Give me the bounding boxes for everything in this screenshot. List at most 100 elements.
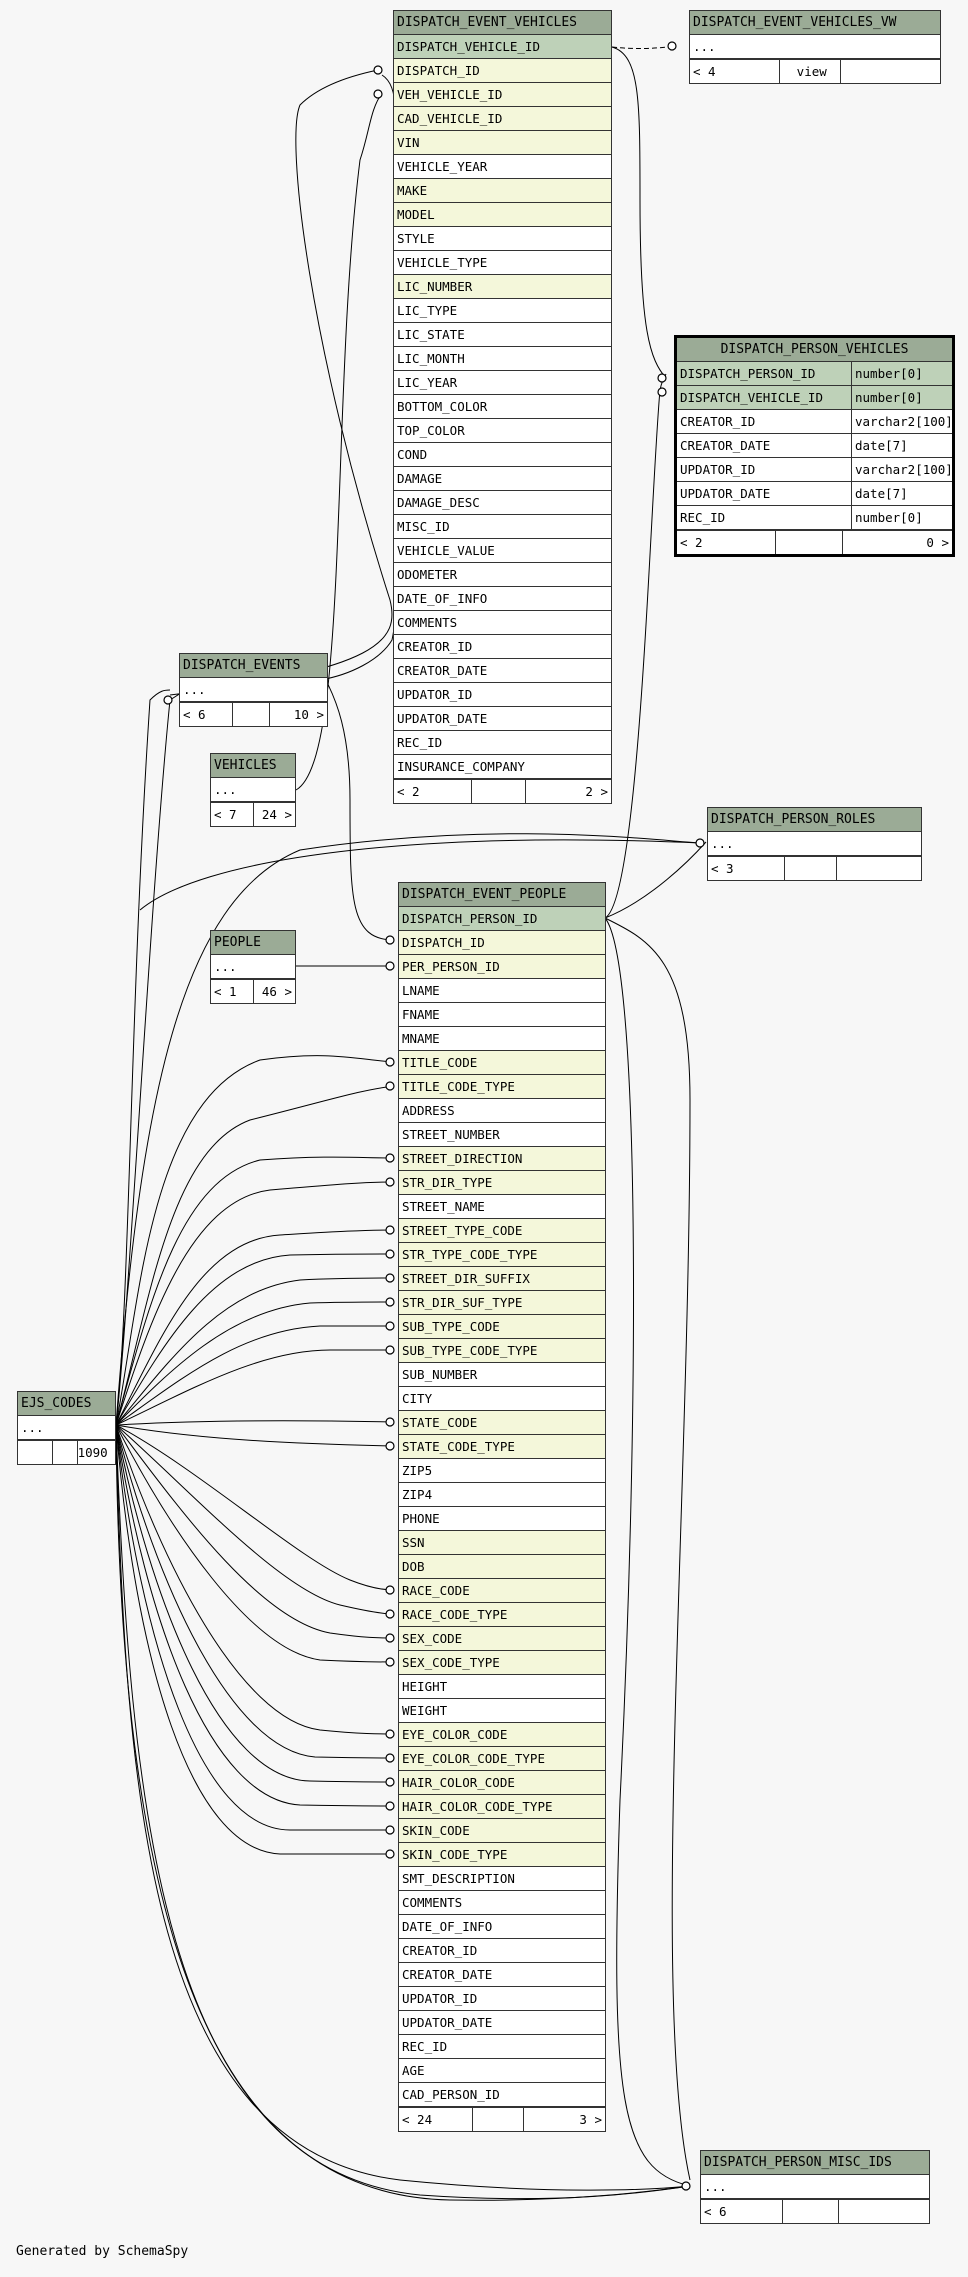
column-row[interactable]: PHONE <box>399 1507 605 1531</box>
column-row[interactable]: BOTTOM_COLOR <box>394 395 611 419</box>
column-row[interactable]: INSURANCE_COMPANY <box>394 755 611 779</box>
column-row[interactable]: ... <box>18 1416 115 1440</box>
column-row[interactable]: HAIR_COLOR_CODE_TYPE <box>399 1795 605 1819</box>
table-dispatch-person-roles[interactable]: DISPATCH_PERSON_ROLES...< 3 <box>707 807 922 881</box>
column-row[interactable]: STATE_CODE_TYPE <box>399 1435 605 1459</box>
column-row[interactable]: ... <box>701 2175 929 2199</box>
column-row[interactable]: CREATOR_DATE <box>394 659 611 683</box>
column-row[interactable]: SSN <box>399 1531 605 1555</box>
column-row[interactable]: SKIN_CODE <box>399 1819 605 1843</box>
column-row[interactable]: VEH_VEHICLE_ID <box>394 83 611 107</box>
table-ejs-codes[interactable]: EJS_CODES...1090 > <box>17 1391 116 1465</box>
column-row[interactable]: LIC_MONTH <box>394 347 611 371</box>
column-row[interactable]: CREATOR_ID <box>399 1939 605 1963</box>
column-row[interactable]: FNAME <box>399 1003 605 1027</box>
column-row[interactable]: UPDATOR_DATE <box>399 2011 605 2035</box>
table-dispatch-person-misc-ids[interactable]: DISPATCH_PERSON_MISC_IDS...< 6 <box>700 2150 930 2224</box>
column-row[interactable]: CITY <box>399 1387 605 1411</box>
column-row[interactable]: LIC_STATE <box>394 323 611 347</box>
column-row[interactable]: DISPATCH_VEHICLE_ID <box>394 35 611 59</box>
column-row[interactable]: REC_ID <box>399 2035 605 2059</box>
column-row[interactable]: STATE_CODE <box>399 1411 605 1435</box>
column-row[interactable]: EYE_COLOR_CODE_TYPE <box>399 1747 605 1771</box>
column-row[interactable]: RACE_CODE_TYPE <box>399 1603 605 1627</box>
column-row[interactable]: DISPATCH_ID <box>399 931 605 955</box>
column-row[interactable]: ADDRESS <box>399 1099 605 1123</box>
column-row[interactable]: SUB_TYPE_CODE <box>399 1315 605 1339</box>
column-row[interactable]: TITLE_CODE_TYPE <box>399 1075 605 1099</box>
column-row[interactable]: TOP_COLOR <box>394 419 611 443</box>
column-row[interactable]: UPDATOR_DATE <box>394 707 611 731</box>
column-row[interactable]: ... <box>211 778 295 802</box>
column-row[interactable]: LIC_NUMBER <box>394 275 611 299</box>
column-row[interactable]: MISC_ID <box>394 515 611 539</box>
column-row[interactable]: DATE_OF_INFO <box>399 1915 605 1939</box>
column-row[interactable]: UPDATOR_ID <box>394 683 611 707</box>
column-row[interactable]: STR_TYPE_CODE_TYPE <box>399 1243 605 1267</box>
column-row[interactable]: SMT_DESCRIPTION <box>399 1867 605 1891</box>
column-row[interactable]: DISPATCH_ID <box>394 59 611 83</box>
column-row[interactable]: COMMENTS <box>394 611 611 635</box>
column-row[interactable]: TITLE_CODE <box>399 1051 605 1075</box>
column-row[interactable]: SKIN_CODE_TYPE <box>399 1843 605 1867</box>
column-row[interactable]: SUB_TYPE_CODE_TYPE <box>399 1339 605 1363</box>
column-row[interactable]: STYLE <box>394 227 611 251</box>
column-row[interactable]: STREET_TYPE_CODE <box>399 1219 605 1243</box>
column-row[interactable]: ... <box>180 678 327 702</box>
column-row[interactable]: HEIGHT <box>399 1675 605 1699</box>
column-row[interactable]: SEX_CODE <box>399 1627 605 1651</box>
column-row[interactable]: STREET_DIR_SUFFIX <box>399 1267 605 1291</box>
column-row[interactable]: UPDATOR_ID <box>399 1987 605 2011</box>
column-row[interactable]: MNAME <box>399 1027 605 1051</box>
column-row[interactable]: CAD_VEHICLE_ID <box>394 107 611 131</box>
column-row[interactable]: STR_DIR_SUF_TYPE <box>399 1291 605 1315</box>
column-row[interactable]: MAKE <box>394 179 611 203</box>
column-row[interactable]: ZIP4 <box>399 1483 605 1507</box>
column-row[interactable]: STR_DIR_TYPE <box>399 1171 605 1195</box>
column-row[interactable]: ... <box>211 955 295 979</box>
column-row[interactable]: LNAME <box>399 979 605 1003</box>
column-row[interactable]: STREET_DIRECTION <box>399 1147 605 1171</box>
column-row[interactable]: ZIP5 <box>399 1459 605 1483</box>
column-row[interactable]: RACE_CODE <box>399 1579 605 1603</box>
column-row[interactable]: WEIGHT <box>399 1699 605 1723</box>
column-row[interactable]: VIN <box>394 131 611 155</box>
column-row[interactable]: AGE <box>399 2059 605 2083</box>
column-row[interactable]: SEX_CODE_TYPE <box>399 1651 605 1675</box>
column-row[interactable]: CREATOR_ID <box>394 635 611 659</box>
column-row[interactable]: LIC_TYPE <box>394 299 611 323</box>
column-row[interactable]: DISPATCH_PERSON_ID <box>399 907 605 931</box>
column-row[interactable]: MODEL <box>394 203 611 227</box>
column-row[interactable]: DOB <box>399 1555 605 1579</box>
column-row[interactable]: VEHICLE_VALUE <box>394 539 611 563</box>
column-row[interactable]: STREET_NAME <box>399 1195 605 1219</box>
column-row[interactable]: SUB_NUMBER <box>399 1363 605 1387</box>
column-row[interactable]: DAMAGE_DESC <box>394 491 611 515</box>
column-row[interactable]: EYE_COLOR_CODE <box>399 1723 605 1747</box>
column-row[interactable]: CAD_PERSON_ID <box>399 2083 605 2107</box>
column-row[interactable]: PER_PERSON_ID <box>399 955 605 979</box>
column-row[interactable]: DAMAGE <box>394 467 611 491</box>
column-row[interactable]: DATE_OF_INFO <box>394 587 611 611</box>
column-row[interactable]: REC_ID <box>394 731 611 755</box>
column-row[interactable]: CREATOR_DATE <box>399 1963 605 1987</box>
column-row[interactable]: VEHICLE_YEAR <box>394 155 611 179</box>
column-row[interactable]: LIC_YEAR <box>394 371 611 395</box>
column-row[interactable]: ... <box>708 832 921 856</box>
column-row[interactable]: STREET_NUMBER <box>399 1123 605 1147</box>
column-row[interactable]: HAIR_COLOR_CODE <box>399 1771 605 1795</box>
column-row[interactable]: VEHICLE_TYPE <box>394 251 611 275</box>
